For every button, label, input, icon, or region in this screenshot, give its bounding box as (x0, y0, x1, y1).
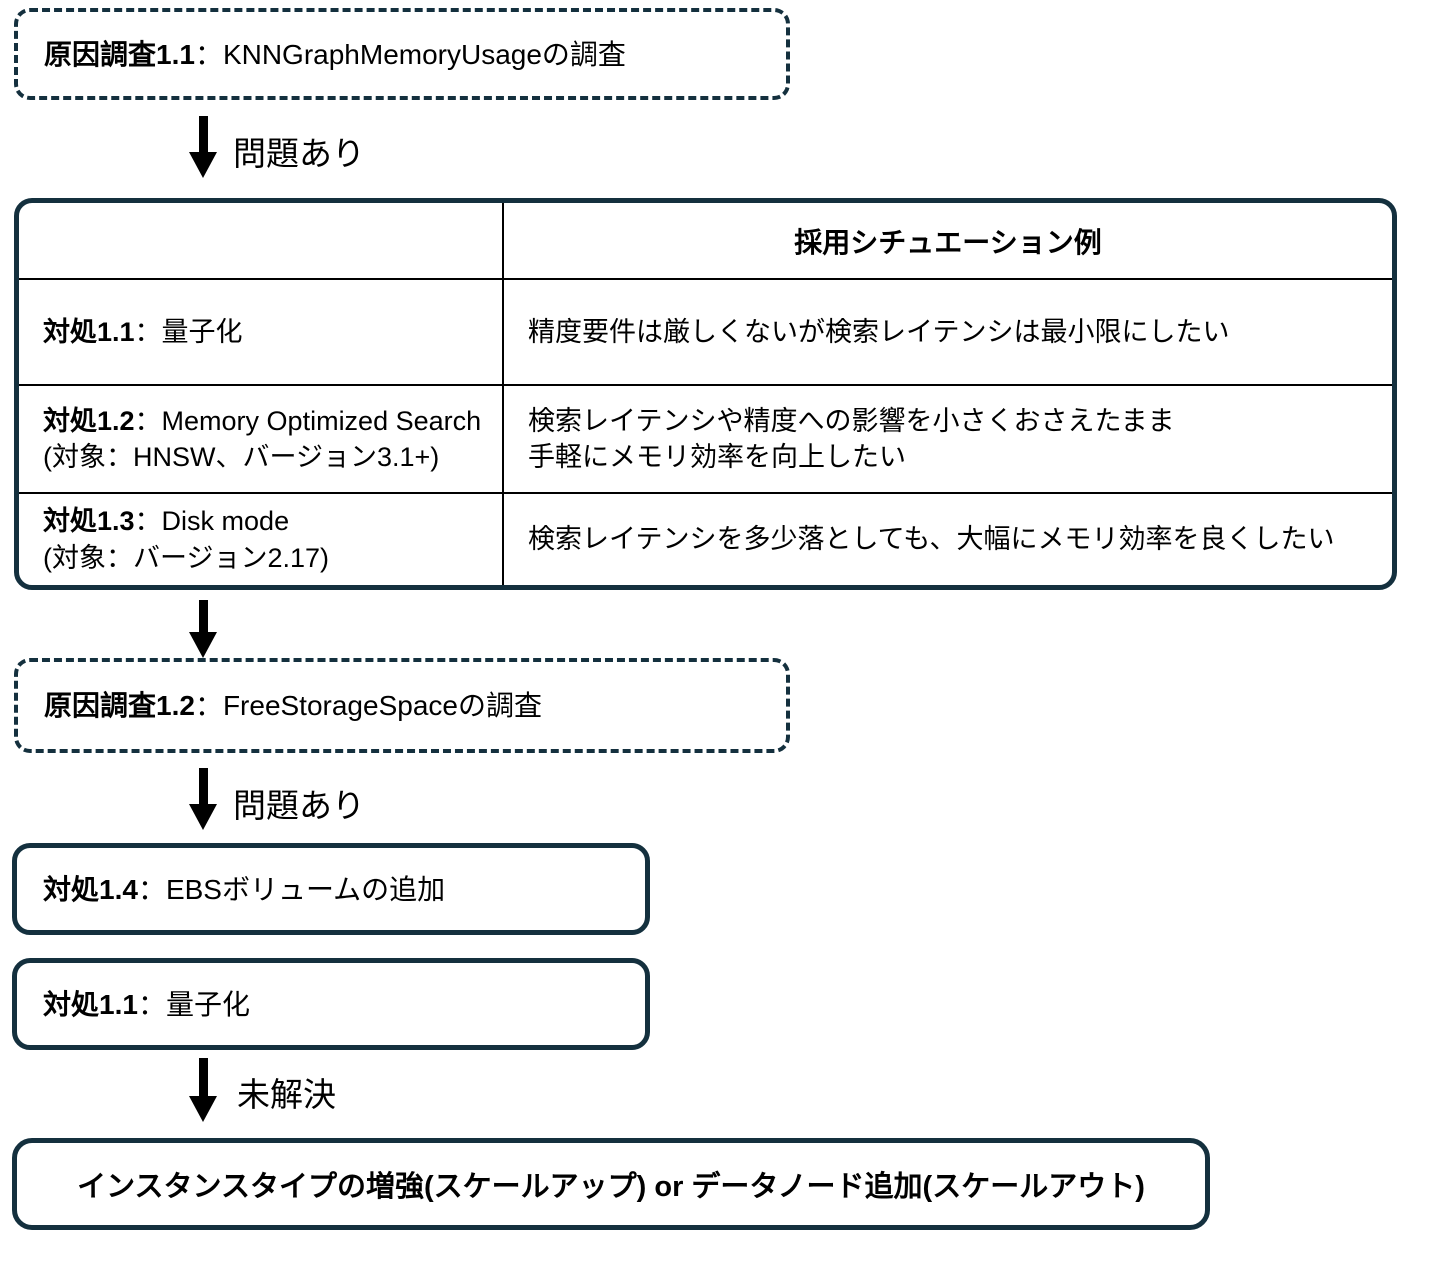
scenario-cell: 精度要件は厳しくないが検索レイテンシは最小限にしたい (502, 278, 1392, 386)
countermeasure-table: 採用シチュエーション例 対処1.1：量子化 精度要件は厳しくないが検索レイテンシ… (14, 198, 1397, 590)
action-cell: 対処1.3：Disk mode (対象：バージョン2.17) (19, 492, 504, 585)
action-label-rest: ：量子化 (134, 316, 243, 347)
table-header-row: 採用シチュエーション例 (19, 203, 1392, 280)
action-1-4-label: 対処1.4：EBSボリュームの追加 (43, 872, 445, 907)
investigation-1-2-label-rest: ：FreeStorageSpaceの調査 (194, 690, 542, 721)
action-label-bold: 対処1.1 (43, 316, 135, 347)
action-cell: 対処1.1：量子化 (19, 278, 504, 386)
arrow-head (189, 804, 217, 830)
scenario-cell: 検索レイテンシや精度への影響を小さくおさえたまま 手軽にメモリ効率を向上したい (502, 384, 1392, 494)
action-1-4-label-rest: ：EBSボリュームの追加 (137, 873, 446, 905)
investigation-1-1-label-bold: 原因調査1.1 (44, 38, 195, 70)
action-label-line2: (対象：HNSW、バージョン3.1+) (43, 442, 440, 472)
arrow-stem (198, 768, 208, 804)
table-header-empty (19, 203, 504, 280)
table-row: 対処1.2：Memory Optimized Search (対象：HNSW、バ… (19, 384, 1392, 494)
down-arrow-icon (189, 116, 217, 178)
arrow-head (189, 632, 217, 658)
action-label-rest: ：Memory Optimized Search (134, 405, 482, 436)
arrow-head (189, 1096, 217, 1122)
arrow-4-label: 未解決 (237, 1076, 336, 1113)
investigation-1-2-box: 原因調査1.2：FreeStorageSpaceの調査 (14, 658, 790, 753)
action-label-bold: 対処1.3 (43, 506, 135, 537)
arrow-stem (198, 116, 208, 152)
arrow-stem (198, 1058, 208, 1096)
final-escalation-label: インスタンスタイプの増強(スケールアップ) or データノード追加(スケールアウ… (77, 1171, 1145, 1203)
scenario-text: 精度要件は厳しくないが検索レイテンシは最小限にしたい (528, 316, 1230, 347)
arrow-3-label: 問題あり (233, 787, 365, 824)
action-cell: 対処1.2：Memory Optimized Search (対象：HNSW、バ… (19, 384, 504, 494)
down-arrow-icon (189, 768, 217, 830)
action-label-line2: (対象：バージョン2.17) (43, 542, 329, 573)
action-1-4-label-bold: 対処1.4 (43, 873, 138, 905)
arrow-1-label: 問題あり (233, 135, 365, 172)
arrow-stem (198, 600, 208, 632)
action-1-4-box: 対処1.4：EBSボリュームの追加 (12, 843, 650, 935)
scenario-text: 検索レイテンシを多少落としても、大幅にメモリ効率を良くしたい (528, 524, 1335, 555)
investigation-1-1-label-rest: ：KNNGraphMemoryUsageの調査 (194, 38, 626, 70)
action-1-1-label-rest: ：量子化 (137, 988, 250, 1020)
final-escalation-box: インスタンスタイプの増強(スケールアップ) or データノード追加(スケールアウ… (12, 1138, 1210, 1230)
table-row: 対処1.1：量子化 精度要件は厳しくないが検索レイテンシは最小限にしたい (19, 278, 1392, 386)
action-1-1-box: 対処1.1：量子化 (12, 958, 650, 1050)
arrow-head (189, 152, 217, 178)
table-header-scenario: 採用シチュエーション例 (502, 203, 1392, 280)
scenario-text: 手軽にメモリ効率を向上したい (528, 442, 906, 472)
action-label-rest: ：Disk mode (134, 506, 290, 537)
action-1-1-label-bold: 対処1.1 (43, 988, 138, 1020)
scenario-cell: 検索レイテンシを多少落としても、大幅にメモリ効率を良くしたい (502, 492, 1392, 585)
investigation-1-2-label-bold: 原因調査1.2 (44, 690, 195, 721)
investigation-1-1-box: 原因調査1.1：KNNGraphMemoryUsageの調査 (14, 8, 790, 100)
down-arrow-icon (189, 600, 217, 658)
investigation-1-2-label: 原因調査1.2：FreeStorageSpaceの調査 (44, 688, 542, 723)
scenario-text: 検索レイテンシや精度への影響を小さくおさえたまま (528, 405, 1175, 436)
action-1-1-label: 対処1.1：量子化 (43, 987, 250, 1022)
table-row: 対処1.3：Disk mode (対象：バージョン2.17) 検索レイテンシを多… (19, 492, 1392, 585)
down-arrow-icon (189, 1058, 217, 1122)
investigation-1-1-label: 原因調査1.1：KNNGraphMemoryUsageの調査 (44, 37, 626, 72)
action-label-bold: 対処1.2 (43, 405, 135, 436)
